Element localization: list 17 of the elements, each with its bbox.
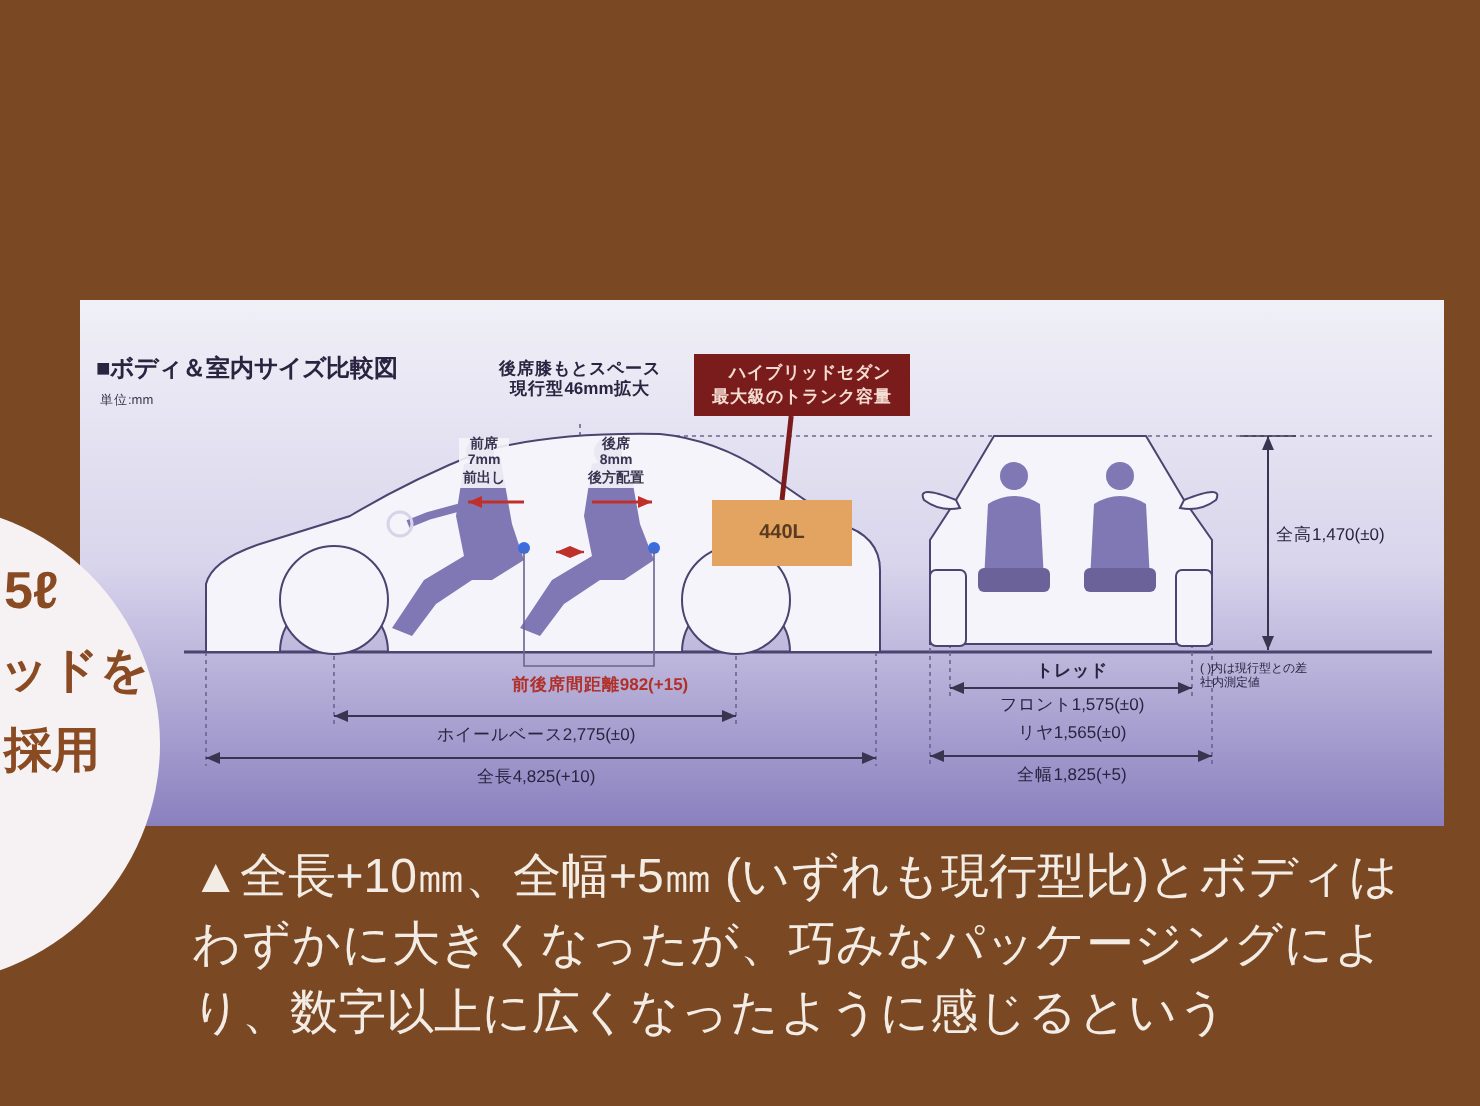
diagram-title: ■ボディ＆室内サイズ比較図: [96, 354, 399, 383]
caption-text: ▲全長+10㎜、全幅+5㎜ (いずれも現行型比)とボディはわずかに大きくなったが、巧みなパッケージングにより、数字以上に広くなったように感じるという: [192, 848, 1401, 1044]
badge-text: ッドを: [0, 644, 150, 702]
dimension-label: 全高1,470(±0): [1276, 524, 1385, 545]
dimension-label: フロント1,575(±0): [999, 694, 1145, 715]
annotation-text: 後席膝もとスペース現行型46mm拡大: [497, 358, 663, 399]
badge-text: 採用: [4, 724, 100, 782]
trunk-box: 440L: [712, 500, 852, 566]
dimension-label: トレッド: [1036, 660, 1108, 681]
leader-line: [779, 415, 794, 501]
callout-box: ハイブリッドセダン最大級のトランク容量: [694, 354, 910, 416]
dimension-label: ホイールベース2,775(±0): [436, 724, 636, 745]
dimension-label: リヤ1,565(±0): [1017, 722, 1127, 743]
dimension-label: 全長4,825(+10): [476, 766, 596, 787]
badge-text: 5ℓ: [4, 560, 59, 623]
dimension-label: 全幅1,825(+5): [1017, 764, 1127, 785]
dimension-label: 前後席間距離982(+15): [511, 674, 689, 695]
